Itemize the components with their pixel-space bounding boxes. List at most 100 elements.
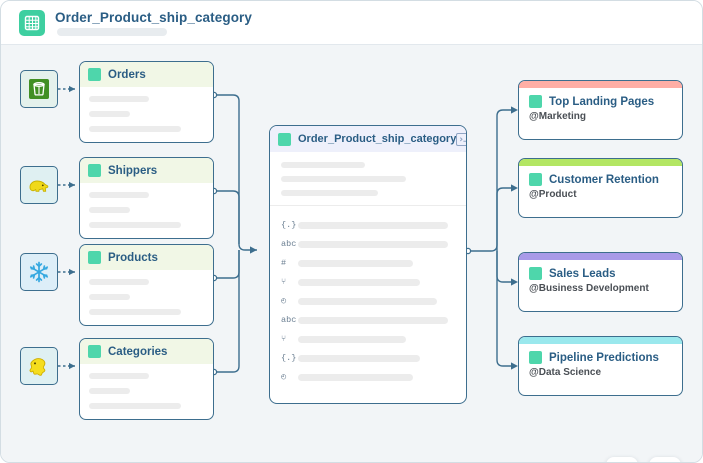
lineage-canvas[interactable]: Orders Shippers Products (1, 45, 702, 462)
field-type-hierarchy-icon: ⑂ (281, 277, 287, 287)
downstream-card-sales-leads[interactable]: Sales Leads @Business Development (518, 252, 683, 312)
center-node-field-list: {.} abc # ⑂ ◴ abc ⑂ {.} ◴ (270, 206, 466, 403)
center-node[interactable]: Order_Product_ship_category {.} abc # ⑂ ◴ abc… (269, 125, 467, 404)
table-grid-icon (529, 173, 542, 186)
table-grid-icon (529, 267, 542, 280)
node-title: Shippers (108, 164, 158, 177)
node-header: Orders (80, 62, 213, 87)
node-body (80, 87, 213, 142)
placeholder-line (89, 207, 131, 213)
table-grid-icon (88, 68, 101, 81)
page-subtitle-placeholder (57, 28, 167, 36)
placeholder-line (89, 403, 181, 409)
field-name-placeholder (298, 278, 420, 286)
placeholder-line (281, 176, 407, 182)
field-row: ⑂ (281, 332, 455, 346)
field-row: ◴ (281, 294, 455, 308)
placeholder-line (89, 192, 149, 198)
placeholder-line (89, 388, 131, 394)
upstream-node-shippers[interactable]: Shippers (79, 157, 214, 239)
node-body (80, 270, 213, 325)
placeholder-line (281, 190, 379, 196)
node-body (80, 364, 213, 419)
placeholder-line (89, 126, 181, 132)
card-title: Pipeline Predictions (549, 351, 659, 364)
card-body: Customer Retention @Product (519, 166, 682, 200)
recenter-button[interactable] (606, 457, 638, 462)
placeholder-line (281, 162, 365, 168)
center-node-header: Order_Product_ship_category (270, 126, 466, 152)
page-header: Order_Product_ship_category (1, 1, 702, 45)
card-title-row: Top Landing Pages (529, 95, 672, 108)
center-node-title: Order_Product_ship_category (298, 133, 457, 145)
field-name-placeholder (298, 373, 413, 381)
card-title-row: Sales Leads (529, 267, 672, 280)
placeholder-line (89, 96, 149, 102)
field-row: ⑂ (281, 275, 455, 289)
node-body (80, 183, 213, 238)
node-title: Orders (108, 68, 146, 81)
node-header: Categories (80, 339, 213, 364)
node-title: Products (108, 251, 158, 264)
field-row: abc (281, 313, 455, 327)
table-grid-icon (529, 351, 542, 364)
field-name-placeholder (298, 240, 448, 248)
placeholder-line (89, 111, 131, 117)
downstream-card-customer-retention[interactable]: Customer Retention @Product (518, 158, 683, 218)
card-color-bar (519, 253, 682, 260)
upstream-node-products[interactable]: Products (79, 244, 214, 326)
card-title: Customer Retention (549, 173, 659, 186)
placeholder-line (89, 279, 149, 285)
field-row: ◴ (281, 370, 455, 384)
node-header: Shippers (80, 158, 213, 183)
card-team: @Business Development (529, 283, 649, 294)
snowflake-icon[interactable] (20, 253, 58, 291)
card-team: @Marketing (529, 111, 586, 122)
field-name-placeholder (298, 335, 406, 343)
card-color-bar (519, 81, 682, 88)
table-grid-icon (88, 164, 101, 177)
downstream-card-top-landing-pages[interactable]: Top Landing Pages @Marketing (518, 80, 683, 140)
field-row: {.} (281, 351, 455, 365)
field-type-struct-icon: {.} (281, 220, 297, 230)
field-type-timestamp-icon: ◴ (281, 296, 287, 306)
placeholder-line (89, 309, 181, 315)
field-name-placeholder (298, 354, 420, 362)
card-title-row: Pipeline Predictions (529, 351, 672, 364)
upstream-node-categories[interactable]: Categories (79, 338, 214, 420)
field-type-number-icon: # (281, 258, 287, 268)
card-body: Sales Leads @Business Development (519, 260, 682, 294)
table-grid-icon (19, 10, 45, 36)
field-name-placeholder (298, 297, 438, 305)
field-row: {.} (281, 218, 455, 232)
center-node-description (270, 152, 466, 206)
field-type-string-icon: abc (281, 239, 297, 249)
card-team: @Product (529, 189, 577, 200)
placeholder-line (89, 373, 149, 379)
card-body: Top Landing Pages @Marketing (519, 88, 682, 122)
downstream-card-pipeline-predictions[interactable]: Pipeline Predictions @Data Science (518, 336, 683, 396)
card-color-bar (519, 159, 682, 166)
table-grid-icon (278, 132, 291, 146)
field-name-placeholder (298, 316, 448, 324)
field-name-placeholder (298, 221, 448, 229)
placeholder-line (89, 222, 181, 228)
node-header: Products (80, 245, 213, 270)
field-type-struct-icon: {.} (281, 353, 297, 363)
terminal-console-icon[interactable] (456, 132, 466, 146)
hadoop-icon[interactable] (20, 166, 58, 204)
table-grid-icon (88, 345, 101, 358)
hive-icon[interactable] (20, 347, 58, 385)
field-type-string-icon: abc (281, 315, 297, 325)
field-name-placeholder (298, 259, 413, 267)
field-type-timestamp-icon: ◴ (281, 372, 287, 382)
card-title: Sales Leads (549, 267, 616, 280)
card-title-row: Customer Retention (529, 173, 672, 186)
placeholder-line (89, 294, 131, 300)
upstream-node-orders[interactable]: Orders (79, 61, 214, 143)
field-row: abc (281, 237, 455, 251)
s3-bucket-icon[interactable] (20, 70, 58, 108)
search-button[interactable] (649, 457, 681, 462)
table-grid-icon (529, 95, 542, 108)
